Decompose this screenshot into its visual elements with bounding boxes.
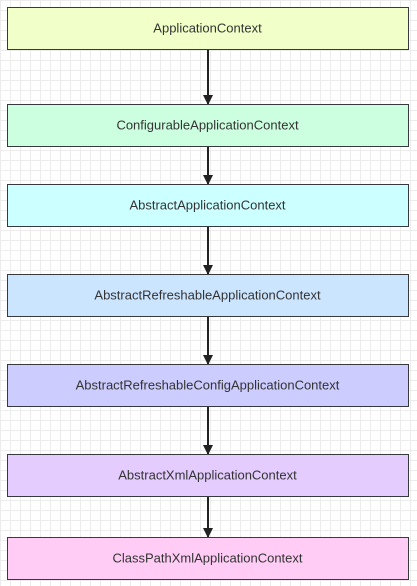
node-box: [7, 7, 409, 50]
node-label: AbstractApplicationContext: [129, 197, 285, 212]
node-box: [7, 537, 409, 580]
node-n4: AbstractRefreshableApplicationContext: [7, 274, 409, 317]
node-n2: ConfigurableApplicationContext: [7, 104, 409, 147]
node-box: [7, 104, 409, 147]
node-n3: AbstractApplicationContext: [7, 184, 409, 227]
node-n6: AbstractXmlApplicationContext: [7, 454, 409, 497]
node-box: [7, 184, 409, 227]
node-n1: ApplicationContext: [7, 7, 409, 50]
node-box: [7, 364, 409, 407]
node-label: AbstractRefreshableApplicationContext: [94, 287, 321, 302]
node-label: ConfigurableApplicationContext: [116, 117, 299, 132]
node-n5: AbstractRefreshableConfigApplicationCont…: [7, 364, 409, 407]
node-label: ClassPathXmlApplicationContext: [112, 550, 302, 565]
node-box: [7, 454, 409, 497]
node-label: ApplicationContext: [153, 20, 262, 35]
node-n7: ClassPathXmlApplicationContext: [7, 537, 409, 580]
node-box: [7, 274, 409, 317]
node-label: AbstractRefreshableConfigApplicationCont…: [76, 377, 340, 392]
nodes: ApplicationContextConfigurableApplicatio…: [7, 7, 409, 580]
node-label: AbstractXmlApplicationContext: [118, 467, 297, 482]
